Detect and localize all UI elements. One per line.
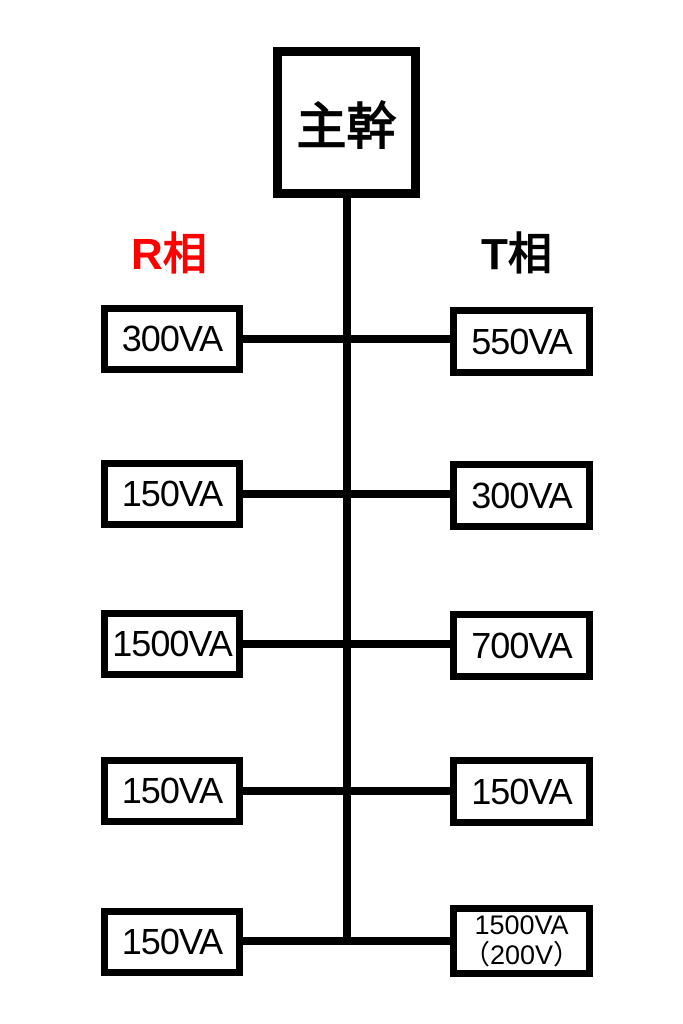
load-box-t-phase-row4: 150VA xyxy=(450,757,593,826)
load-value-line2: （200V） xyxy=(462,940,581,970)
load-value: 150VA xyxy=(121,770,223,811)
main-feeder-label: 主幹 xyxy=(296,98,397,155)
load-box-r-phase-row2: 150VA xyxy=(101,460,243,528)
load-box-r-phase-row5: 150VA xyxy=(101,908,243,976)
branch-connector-row4 xyxy=(240,787,453,795)
load-value: 150VA xyxy=(471,770,572,812)
branch-connector-row3 xyxy=(240,640,453,648)
load-value: 150VA xyxy=(121,921,223,962)
load-box-t-phase-row1: 550VA xyxy=(450,307,593,376)
load-value: 300VA xyxy=(121,318,223,359)
branch-connector-row2 xyxy=(240,490,453,498)
load-box-t-phase-row3: 700VA xyxy=(450,611,593,680)
phase-label-t: T相 xyxy=(481,230,552,279)
branch-connector-row1 xyxy=(240,335,453,343)
load-value: 1500VA xyxy=(112,623,232,664)
branch-connector-row5 xyxy=(240,937,453,945)
trunk-line xyxy=(343,193,351,945)
load-box-r-phase-row3: 1500VA xyxy=(101,610,243,678)
load-box-r-phase-row1: 300VA xyxy=(101,305,243,373)
load-box-t-phase-row2: 300VA xyxy=(450,461,593,530)
phase-label-r: R相 xyxy=(131,230,207,279)
main-feeder-box: 主幹 xyxy=(273,47,420,198)
load-value: 550VA xyxy=(471,320,572,362)
load-box-r-phase-row4: 150VA xyxy=(101,757,243,825)
load-value-line1: 1500VA xyxy=(474,910,569,941)
load-value: 150VA xyxy=(121,473,223,514)
load-value: 300VA xyxy=(471,474,572,516)
load-value: 700VA xyxy=(471,624,572,666)
load-box-t-phase-row5: 1500VA （200V） xyxy=(450,905,593,977)
